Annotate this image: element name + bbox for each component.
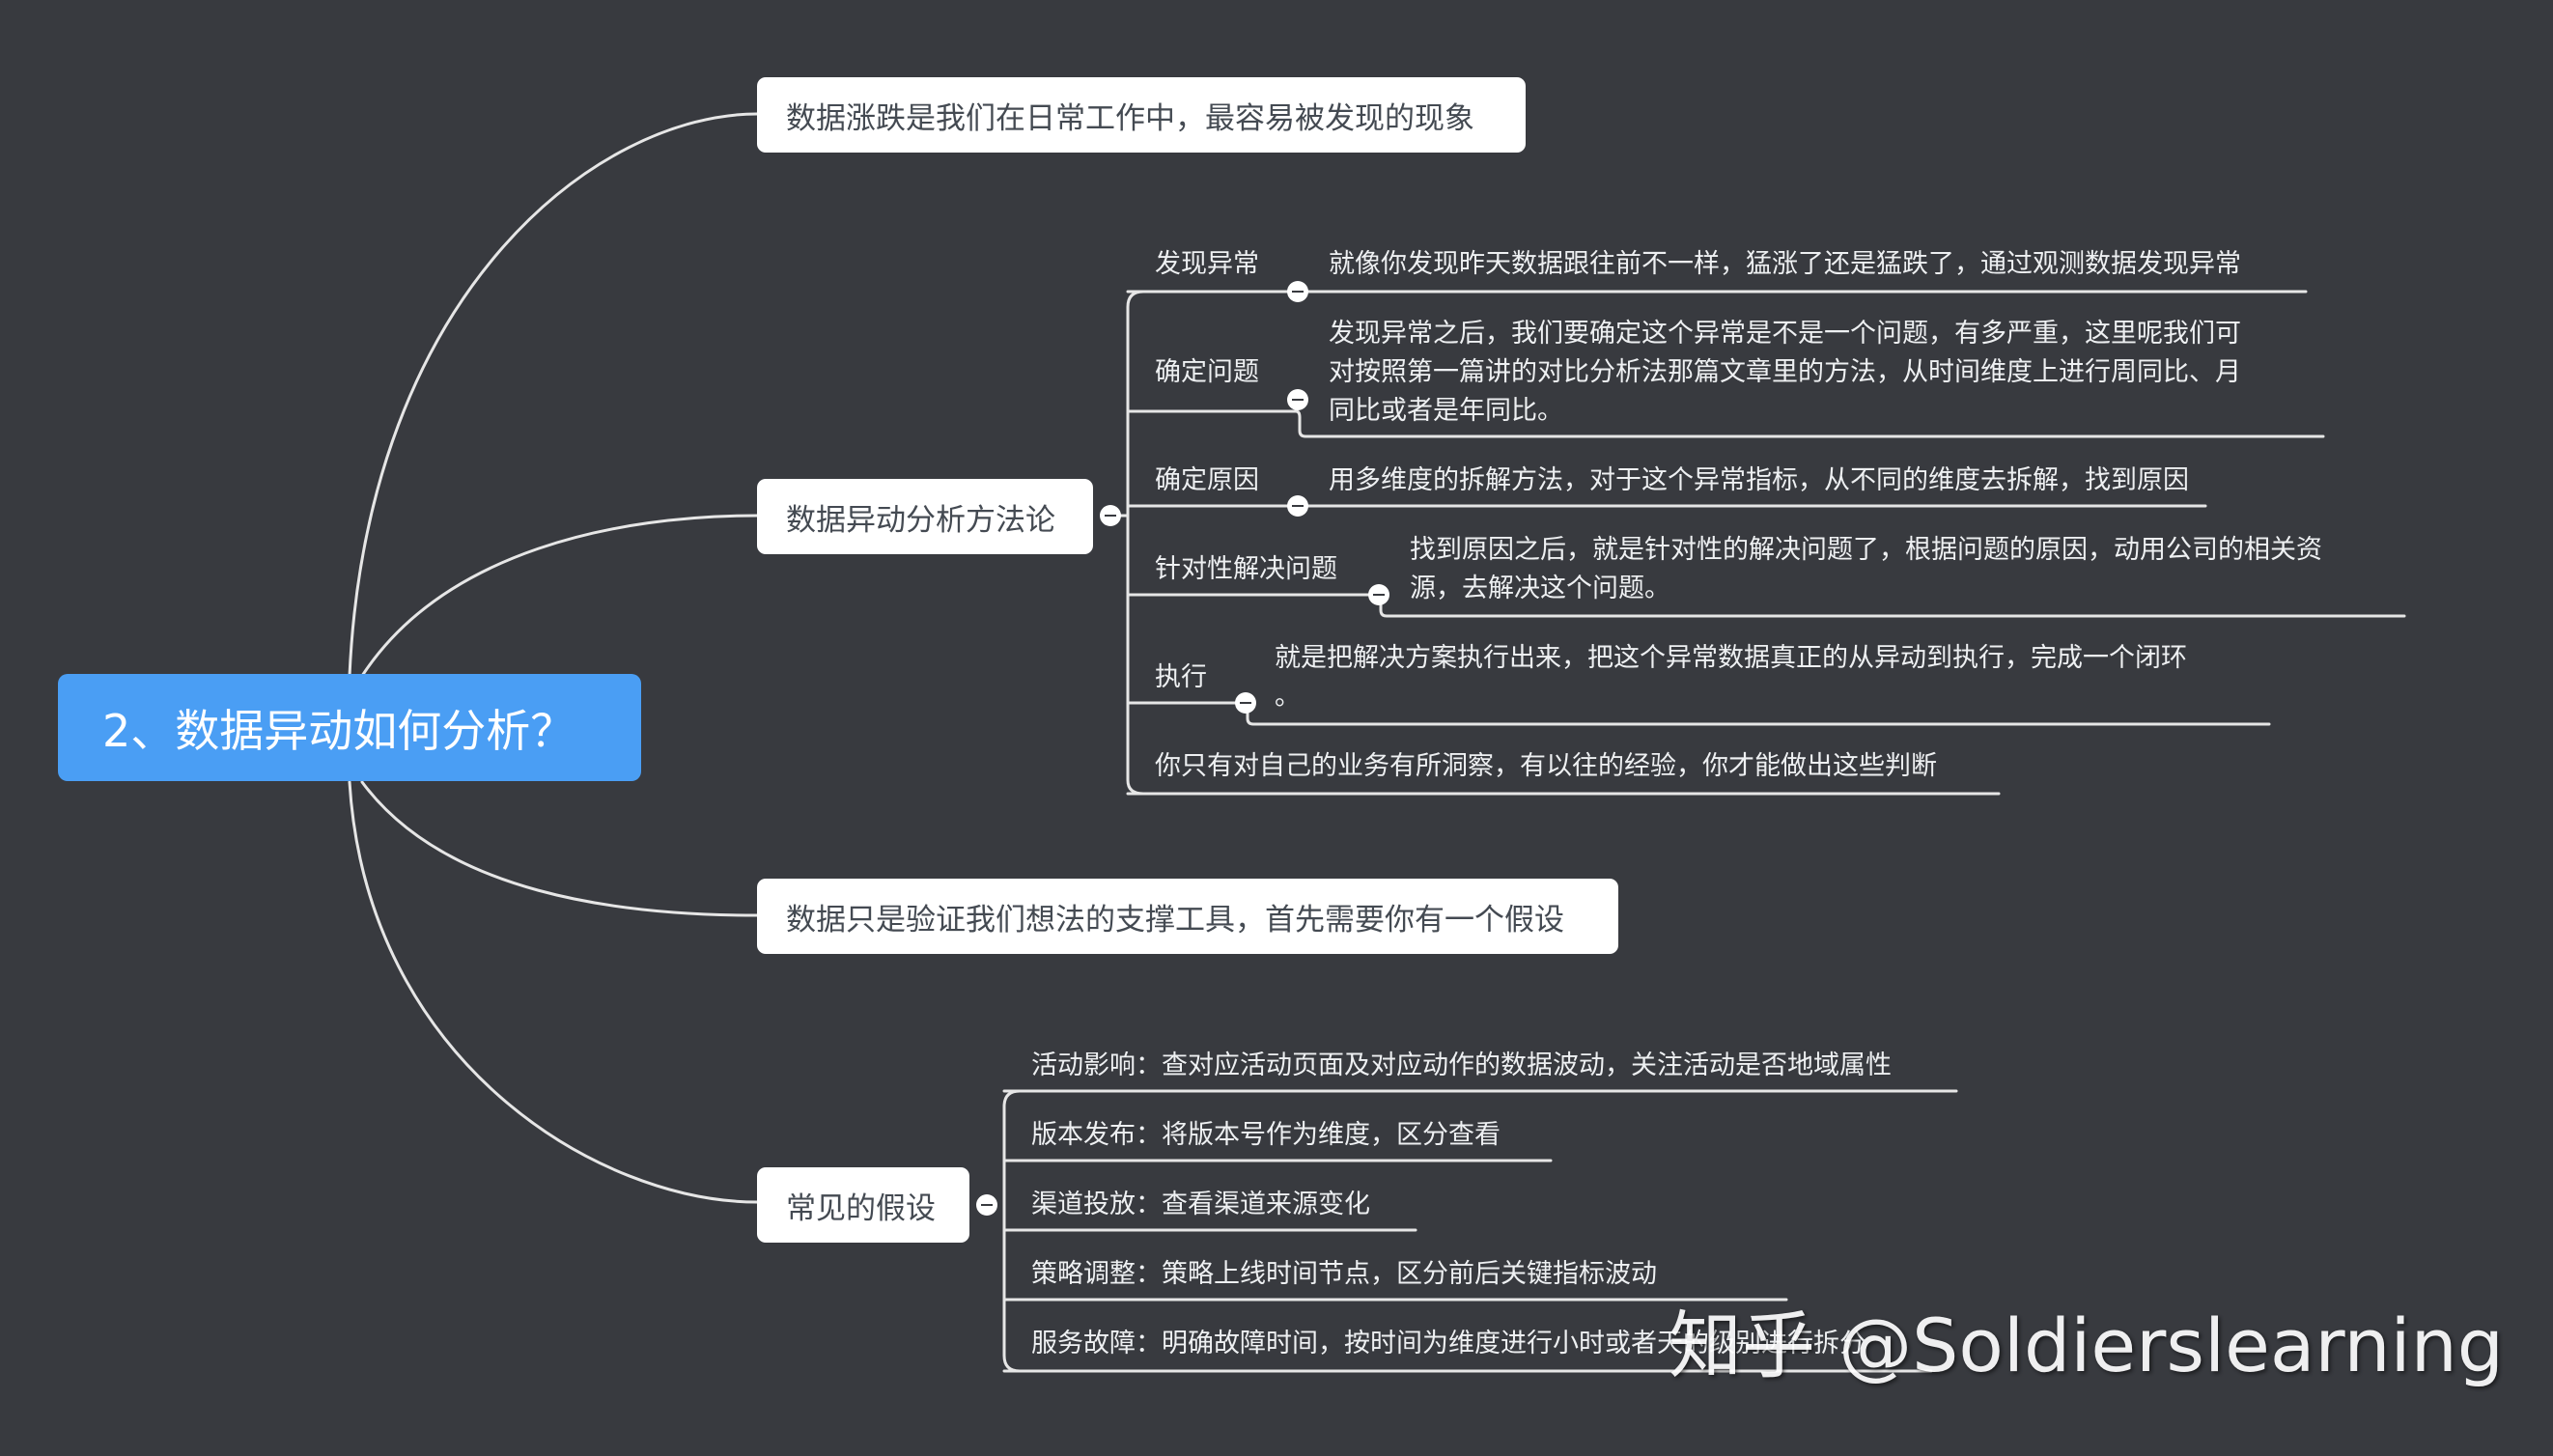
step-desc: 找到原因之后，就是针对性的解决问题了，根据问题的原因，动用公司的相关资: [1410, 535, 2322, 565]
branch-node-4[interactable]: 常见的假设: [757, 1167, 969, 1243]
branch-node-3[interactable]: 数据只是验证我们想法的支撑工具，首先需要你有一个假设: [757, 879, 1618, 954]
link-root-b4: [348, 780, 759, 1204]
step-desc: 发现异常之后，我们要确定这个异常是不是一个问题，有多严重，这里呢我们可: [1329, 319, 2241, 349]
link-root-b1: [348, 112, 759, 678]
step-label: 发现异常: [1155, 249, 1259, 279]
hypothesis-item: 策略调整：策略上线时间节点，区分前后关键指标波动: [1031, 1259, 1657, 1289]
branch-node-1-label: 数据涨跌是我们在日常工作中，最容易被发现的现象: [786, 100, 1474, 136]
collapse-toggle-step-2[interactable]: [1287, 389, 1308, 410]
link-root-b2: [360, 514, 759, 678]
step-desc: 就像你发现昨天数据跟往前不一样，猛涨了还是猛跌了，通过观测数据发现异常: [1329, 249, 2241, 279]
step-label: 执行: [1155, 662, 1207, 692]
step-desc: 就是把解决方案执行出来，把这个异常数据真正的从异动到执行，完成一个闭环: [1275, 643, 2187, 673]
branch-node-3-label: 数据只是验证我们想法的支撑工具，首先需要你有一个假设: [786, 902, 1564, 938]
branch-node-2-label: 数据异动分析方法论: [786, 502, 1055, 538]
step-desc: 同比或者是年同比。: [1329, 396, 1563, 426]
step-desc: 用多维度的拆解方法，对于这个异常指标，从不同的维度去拆解，找到原因: [1329, 465, 2189, 495]
hypothesis-item: 活动影响：查对应活动页面及对应动作的数据波动，关注活动是否地域属性: [1031, 1050, 1892, 1080]
branch-node-4-label: 常见的假设: [786, 1190, 936, 1226]
step-label: 针对性解决问题: [1155, 554, 1337, 584]
root-node[interactable]: 2、数据异动如何分析？: [58, 674, 641, 781]
step-desc: 对按照第一篇讲的对比分析法那篇文章里的方法，从时间维度上进行周同比、月: [1329, 357, 2241, 387]
collapse-toggle-step-1[interactable]: [1287, 281, 1308, 302]
step-desc: 。: [1275, 682, 1301, 712]
collapse-toggle-step-3[interactable]: [1287, 495, 1308, 517]
link-b2-spine: [1108, 290, 1145, 796]
branch-node-1[interactable]: 数据涨跌是我们在日常工作中，最容易被发现的现象: [757, 77, 1526, 153]
collapse-toggle-b2[interactable]: [1100, 505, 1121, 526]
link-root-b3: [360, 780, 759, 917]
watermark-text: 知乎 @Soldierslearning: [1669, 1302, 2505, 1388]
hypothesis-item: 服务故障：明确故障时间，按时间为维度进行小时或者天的级别进行拆分: [1031, 1329, 1866, 1358]
root-title: 2、数据异动如何分析？: [102, 704, 575, 757]
collapse-toggle-step-5[interactable]: [1235, 692, 1256, 714]
hypothesis-item: 渠道投放：查看渠道来源变化: [1031, 1190, 1370, 1219]
collapse-toggle-step-4[interactable]: [1368, 584, 1389, 605]
branch-node-2[interactable]: 数据异动分析方法论: [757, 479, 1093, 554]
step-label: 确定问题: [1155, 357, 1259, 387]
step-note: 你只有对自己的业务有所洞察，有以往的经验，你才能做出这些判断: [1155, 751, 1937, 781]
step-label: 确定原因: [1155, 465, 1259, 495]
collapse-toggle-b4[interactable]: [976, 1194, 997, 1216]
step-desc: 源，去解决这个问题。: [1410, 574, 1670, 603]
hypothesis-item: 版本发布：将版本号作为维度，区分查看: [1031, 1120, 1501, 1150]
